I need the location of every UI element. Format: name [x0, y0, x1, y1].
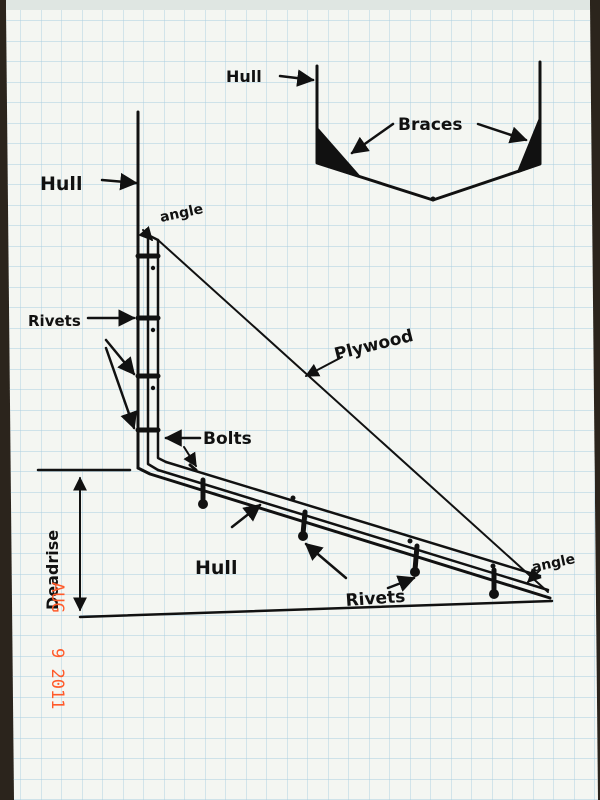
hull-side-arrow [100, 172, 138, 191]
deadrise-baseline [78, 599, 554, 619]
label-bolts: Bolts [203, 429, 252, 449]
rivets-bottom-arrow-2 [386, 575, 416, 592]
date-stamp-month: AUG [47, 582, 67, 613]
left-brace [316, 127, 361, 178]
grid-lines [6, 4, 598, 800]
label-hull-side: Hull [40, 173, 82, 195]
angle-top-arrow [138, 225, 153, 242]
braces-arrow-right [476, 122, 528, 144]
angle-right-arrow [527, 568, 542, 583]
label-rivets-left: Rivets [28, 312, 81, 330]
hull-bottom-arrow [230, 503, 262, 529]
label-braces: Braces [398, 115, 463, 135]
plywood-gusset [157, 239, 549, 593]
main-cross-section [36, 110, 554, 619]
right-brace [517, 117, 541, 173]
label-hull-top: Hull [226, 67, 262, 86]
date-stamp: AUG 9 2011 [47, 582, 67, 709]
bolts-arrow-2 [183, 446, 197, 468]
braces-arrow-left [350, 122, 395, 155]
rivets-vertical [135, 253, 161, 433]
label-rivets-bottom: Rivets [345, 587, 406, 611]
hull-inset-arrow [278, 69, 315, 87]
date-stamp-day-year: 9 2011 [47, 648, 67, 709]
hull-cross-section-inset [278, 60, 542, 202]
label-hull-bottom: Hull [195, 557, 237, 579]
rivets-bottom [188, 463, 499, 599]
rivets-bottom-arrow-1 [304, 542, 348, 580]
paper-top-edge [6, 0, 590, 10]
label-deadrise: Deadrise [43, 530, 62, 610]
plywood-arrow [304, 356, 343, 377]
rivets-arrow-2 [104, 338, 136, 376]
rivets-arrow-3 [104, 346, 138, 430]
